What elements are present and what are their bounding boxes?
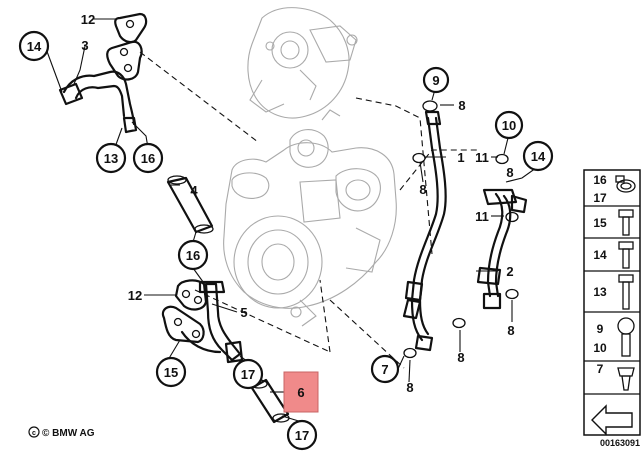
hex-bolt-icon [618,274,634,310]
callout-2: 2 [506,264,513,279]
svg-text:10: 10 [502,118,516,133]
svg-text:13: 13 [104,151,118,166]
legend-num-10: 10 [593,341,607,355]
callout-4: 4 [190,183,198,198]
callout-14-right: 14 [522,140,554,172]
callout-13: 13 [95,142,127,174]
svg-text:17: 17 [241,367,255,382]
flange-gasket-12-upper [106,12,148,81]
hex-bolt-icon [618,241,634,269]
hex-bolt-icon [618,209,634,236]
svg-text:7: 7 [381,362,388,377]
svg-text:17: 17 [295,428,309,443]
legend-num-15: 15 [593,216,607,230]
hollow-screw-icon [617,367,635,391]
callout-3: 3 [81,38,88,53]
callout-14-left: 14 [18,30,50,62]
callout-17-lower: 17 [286,419,318,451]
legend-num-17: 17 [593,191,607,205]
turbocharger-ghost-upper [247,7,358,119]
callout-8-mid: 8 [419,182,426,197]
svg-text:16: 16 [141,151,155,166]
svg-text:© BMW AG: © BMW AG [42,428,95,439]
flange-gasket-12-lower [174,279,208,311]
oil-return-pipe-lower [161,280,244,364]
callout-1: 1 [457,150,464,165]
callout-15: 15 [155,356,187,388]
copyright-notice: c © BMW AG [28,426,95,439]
legend-num-14: 14 [593,248,607,262]
direction-arrow-icon [591,404,633,436]
callout-8-bottom-mid: 8 [457,350,464,365]
diagram-id: 00163091 [600,438,640,448]
svg-text:16: 16 [186,248,200,263]
oil-line-2 [476,188,528,310]
callout-7: 7 [370,354,400,384]
callout-8-right: 8 [506,165,513,180]
svg-text:c: c [32,430,36,437]
callout-11-lower: 11 [475,209,489,224]
callout-8-top: 8 [458,98,465,113]
svg-text:15: 15 [164,365,178,380]
parts-legend: 16 17 15 14 13 9 10 [583,169,641,436]
callout-12-upper: 12 [81,12,95,27]
callout-16-lower: 16 [177,239,209,271]
legend-num-7: 7 [597,362,604,376]
callout-11-upper: 11 [475,150,489,165]
callout-12-lower: 12 [128,288,142,303]
leader-lines [44,18,537,423]
callout-5: 5 [240,305,247,320]
hose-clamp-icon [615,175,636,193]
callout-16-upper: 16 [132,142,164,174]
callout-8-bottom-left: 8 [406,380,413,395]
callout-6-highlighted: 6 [283,371,319,413]
svg-text:14: 14 [27,39,42,54]
callout-8-bottom-right: 8 [507,323,514,338]
legend-num-9: 9 [597,322,604,336]
svg-text:14: 14 [531,149,546,164]
svg-text:9: 9 [432,73,439,88]
svg-text:6: 6 [297,385,304,400]
banjo-bolt-icon [617,317,635,357]
turbocharger-ghost-main [223,109,397,327]
callout-9: 9 [422,66,450,94]
callout-17-upper: 17 [232,358,264,390]
legend-num-13: 13 [593,285,607,299]
rubber-hose-4 [166,175,214,234]
oil-return-pipe-upper [58,70,138,134]
oil-feed-line-1 [402,110,447,352]
callout-10: 10 [494,110,524,140]
washers [403,100,519,359]
legend-num-16: 16 [593,173,607,187]
